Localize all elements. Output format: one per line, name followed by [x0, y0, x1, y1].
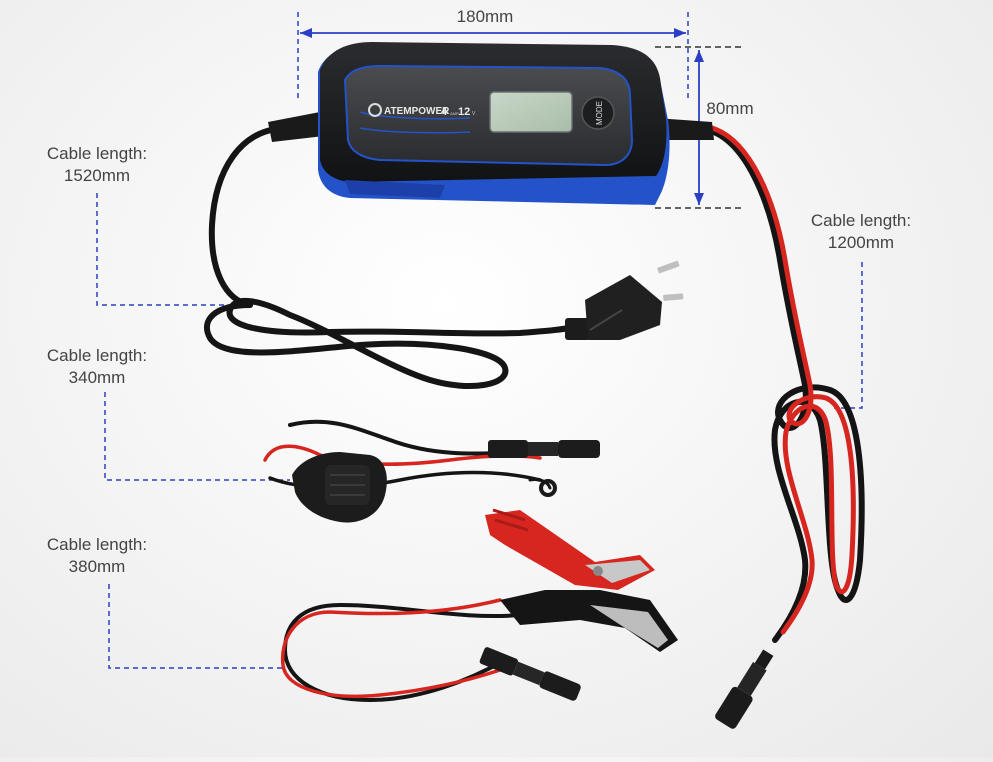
cable-label-value: 1200mm — [827, 233, 895, 252]
width-dimension-value: 180mm — [456, 7, 514, 26]
mode-button-label: MODE — [595, 101, 604, 125]
cable-label-clamps: Cable length: 380mm — [32, 534, 162, 578]
dimension-width — [297, 12, 689, 100]
cable-label-value: 340mm — [68, 368, 126, 387]
width-dimension-label: 180mm — [440, 6, 530, 28]
height-dimension-value: 80mm — [706, 99, 754, 118]
mains-cable — [203, 125, 578, 389]
red-clamp — [485, 508, 678, 652]
cable-label-caption: Cable length: — [46, 346, 148, 365]
leader-line-1200 — [834, 262, 863, 409]
sae-connector-380 — [479, 647, 581, 701]
brand-name: ATEMPOWER — [384, 106, 450, 117]
rating-amp-unit: AMP — [450, 111, 459, 116]
leader-line-1520 — [96, 193, 240, 306]
charger-device: MODE ATEMPOWER 4 AMP 12 V — [318, 42, 670, 205]
cable-label-value: 1520mm — [63, 166, 131, 185]
fuse-holder — [292, 452, 387, 523]
clamp-cable — [280, 598, 522, 703]
rating-amp: 4 — [441, 106, 448, 118]
brand-logo-icon — [368, 103, 382, 117]
ring-terminal — [539, 479, 557, 497]
mode-button[interactable] — [581, 96, 615, 130]
output-strain-relief — [655, 118, 714, 140]
rating-volt: 12 — [458, 106, 470, 118]
output-cable-1200 — [705, 125, 865, 643]
cable-label-value: 380mm — [68, 557, 126, 576]
cable-label-ring-terminal: Cable length: 340mm — [32, 345, 162, 389]
leader-line-340 — [104, 392, 290, 481]
sae-connector-340 — [488, 440, 600, 458]
mains-strain-relief — [268, 112, 324, 142]
cable-label-caption: Cable length: — [46, 535, 148, 554]
height-dimension-label: 80mm — [700, 98, 760, 120]
mains-plug — [565, 260, 684, 340]
sae-connector-output — [715, 649, 774, 729]
cable-label-output: Cable length: 1200mm — [796, 210, 926, 254]
cable-label-caption: Cable length: — [46, 144, 148, 163]
leader-line-380 — [108, 584, 282, 669]
cable-label-mains: Cable length: 1520mm — [32, 143, 162, 187]
rating-volt-unit: V — [472, 111, 476, 117]
cable-label-caption: Cable length: — [810, 211, 912, 230]
lcd-display — [489, 91, 573, 133]
